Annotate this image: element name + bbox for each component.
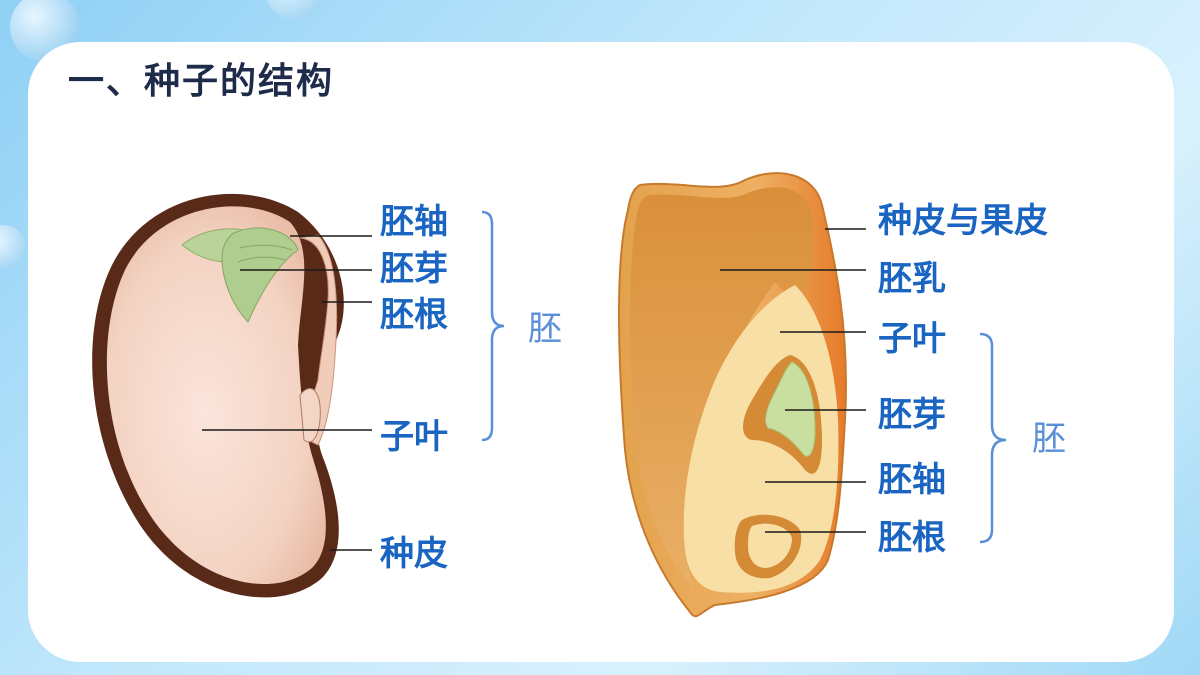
corn-label-endosperm: 胚乳 (878, 259, 946, 299)
bean-label-cotyledon: 子叶 (380, 417, 448, 457)
corn-embryo-group-label: 胚 (1032, 419, 1066, 459)
corn-plumule (765, 361, 816, 457)
background-bubble (265, 0, 325, 20)
bean-label-seed-coat: 种皮 (380, 534, 448, 574)
corn-endosperm (630, 187, 814, 590)
bean-embryo-group-label: 胚 (528, 309, 562, 349)
corn-embryo-bracket (979, 332, 1007, 544)
corn-label-radicle: 胚根 (878, 518, 946, 558)
slide-title: 一、种子的结构 (68, 61, 335, 102)
corn-radicle (748, 523, 792, 568)
bean-hilum-fold (299, 388, 321, 443)
bean-label-plumule: 胚芽 (380, 249, 448, 289)
bean-label-axis: 胚轴 (380, 202, 448, 242)
corn-leader-lines (720, 228, 866, 533)
corn-label-cotyledon: 子叶 (878, 319, 946, 359)
corn-label-plumule: 胚芽 (878, 395, 946, 435)
bean-label-radicle: 胚根 (380, 295, 448, 335)
bean-cotyledon (106, 206, 326, 585)
bean-embryo-bracket (481, 210, 505, 442)
corn-label-coat: 种皮与果皮 (878, 201, 1048, 241)
bean-plumule-leaf (221, 227, 299, 323)
corn-label-axis: 胚轴 (878, 460, 946, 500)
corn-seed (618, 172, 847, 618)
bean-leader-lines (202, 235, 372, 551)
bean-seed (92, 193, 344, 598)
